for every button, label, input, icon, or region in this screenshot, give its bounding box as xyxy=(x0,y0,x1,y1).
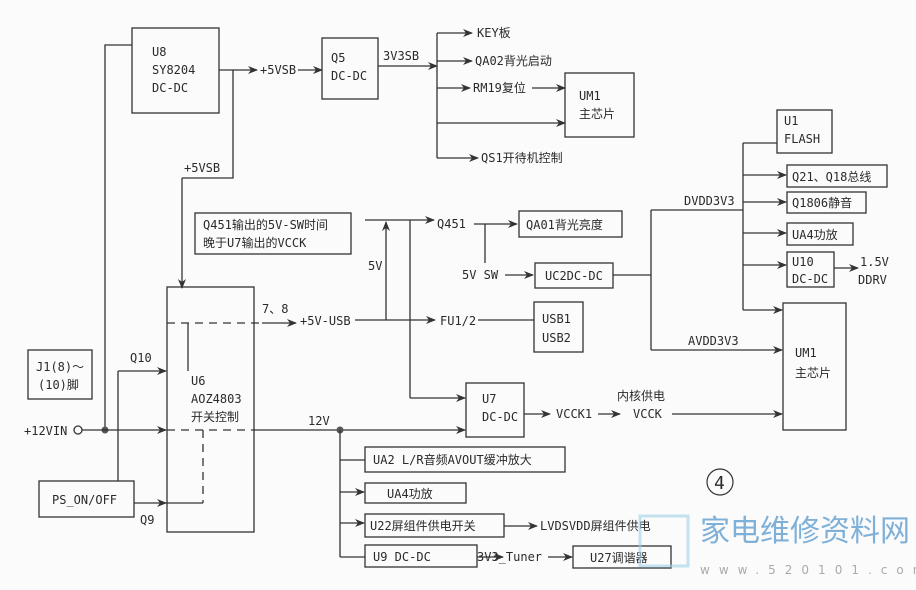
label-lvdsvdd: LVDSVDD屏组件供电 xyxy=(540,519,651,533)
u10-box xyxy=(786,251,835,288)
note-line2: 晚于U7输出的VCCK xyxy=(203,235,307,250)
uc2-label: UC2DC-DC xyxy=(545,269,603,283)
watermark-url: www.520101.com xyxy=(700,563,916,577)
usb-box xyxy=(533,301,584,353)
u8-type: DC-DC xyxy=(152,81,188,95)
label-vcck1: VCCK1 xyxy=(556,407,592,421)
ua4-top-label: UA4功放 xyxy=(792,227,838,242)
u6-part: AOZ4803 xyxy=(191,392,242,406)
label-12v: 12V xyxy=(308,414,330,428)
label-5v-sw: 5V SW xyxy=(462,268,499,282)
label-12vin: +12VIN xyxy=(24,424,67,438)
label-ddrv: DDRV xyxy=(858,273,887,287)
um1-main-label: UM1 xyxy=(795,346,817,360)
u22-label: U22屏组件供电开关 xyxy=(370,519,476,533)
u6-desc: 开关控制 xyxy=(191,410,239,424)
label-vcck: VCCK xyxy=(633,407,663,421)
label-q451: Q451 xyxy=(437,217,466,231)
label-3v3-tuner: 3V3_Tuner xyxy=(477,550,542,564)
u1-type: FLASH xyxy=(784,132,820,146)
label-q10: Q10 xyxy=(130,351,152,365)
u1-label: U1 xyxy=(784,114,798,128)
um1-top-label: UM1 xyxy=(579,89,601,103)
figure-number-circle xyxy=(706,468,734,496)
ua4-bottom-label: UA4功放 xyxy=(387,486,433,501)
ua2-box xyxy=(364,446,566,473)
ua2-label: UA2 L/R音频AVOUT缓冲放大 xyxy=(373,452,532,467)
label-qs1: QS1开待机控制 xyxy=(481,151,563,165)
label-avdd3v3: AVDD3V3 xyxy=(688,334,739,348)
label-7-8: 7、8 xyxy=(262,302,288,316)
u7-box xyxy=(465,382,525,438)
label-key: KEY板 xyxy=(477,26,511,40)
label-core-power: 内核供电 xyxy=(617,389,665,403)
usb1-label: USB1 xyxy=(542,312,571,326)
q21-label: Q21、Q18总线 xyxy=(792,170,871,184)
u6-box xyxy=(166,286,255,533)
q1806-box xyxy=(786,191,867,214)
ps-on-off-box xyxy=(38,480,135,518)
j1-line1: J1(8)～ xyxy=(36,360,84,374)
um1-main-desc: 主芯片 xyxy=(795,366,831,380)
watermark-name: 家电维修资料网 xyxy=(700,514,910,549)
u8-label: U8 xyxy=(152,45,166,59)
ua4-bottom-box xyxy=(364,482,467,504)
q5-box xyxy=(321,37,379,100)
q5-label: Q5 xyxy=(331,51,345,65)
label-3v3sb: 3V3SB xyxy=(383,49,419,63)
q1806-label: Q1806静音 xyxy=(792,195,852,210)
u8-part: SY8204 xyxy=(152,63,195,77)
q5-type: DC-DC xyxy=(331,69,367,83)
u1-box xyxy=(776,109,833,154)
label-5vsb-down: +5VSB xyxy=(184,161,220,175)
um1-main-box xyxy=(782,302,847,431)
uc2-box xyxy=(534,262,614,289)
j1-box xyxy=(27,349,93,400)
label-5v: 5V xyxy=(368,259,382,273)
ps-on-off-label: PS_ON/OFF xyxy=(52,493,117,507)
u7-label: U7 xyxy=(482,392,496,406)
u27-label: U27调谐器 xyxy=(590,551,648,565)
label-rm19: RM19复位 xyxy=(473,80,526,95)
usb2-label: USB2 xyxy=(542,331,571,345)
qa01-box xyxy=(518,210,623,238)
u6-label: U6 xyxy=(191,374,205,388)
label-5vsb-top: +5VSB xyxy=(260,63,296,77)
j1-line2: (10)脚 xyxy=(38,377,79,392)
u27-box xyxy=(572,545,672,569)
label-1-5v: 1.5V xyxy=(860,255,889,269)
label-q9: Q9 xyxy=(140,513,154,527)
um1-top-desc: 主芯片 xyxy=(579,107,615,121)
wire-labels: +5VSB +5VSB 3V3SB KEY板 QA02背光启动 RM19复位 Q… xyxy=(24,26,889,564)
note-line1: Q451输出的5V-SW时间 xyxy=(203,217,328,232)
u9-label: U9 DC-DC xyxy=(373,550,431,564)
watermark-logo-icon xyxy=(638,514,690,568)
um1-top-box xyxy=(564,72,635,138)
note-box xyxy=(194,212,352,255)
u10-label: U10 xyxy=(792,255,814,269)
u10-type: DC-DC xyxy=(792,272,828,286)
u22-box xyxy=(364,513,505,538)
u9-box xyxy=(364,544,478,568)
u8-box xyxy=(131,27,220,114)
u7-type: DC-DC xyxy=(482,410,518,424)
qa01-label: QA01背光亮度 xyxy=(526,217,603,232)
label-5v-usb: +5V-USB xyxy=(300,314,351,328)
label-qa02: QA02背光启动 xyxy=(475,54,552,68)
figure-number: 4 xyxy=(714,473,725,494)
ua4-top-box xyxy=(786,222,854,246)
label-dvdd3v3: DVDD3V3 xyxy=(684,194,735,208)
label-fu: FU1/2 xyxy=(440,314,476,328)
wires xyxy=(73,29,859,561)
q21-box xyxy=(786,164,888,188)
